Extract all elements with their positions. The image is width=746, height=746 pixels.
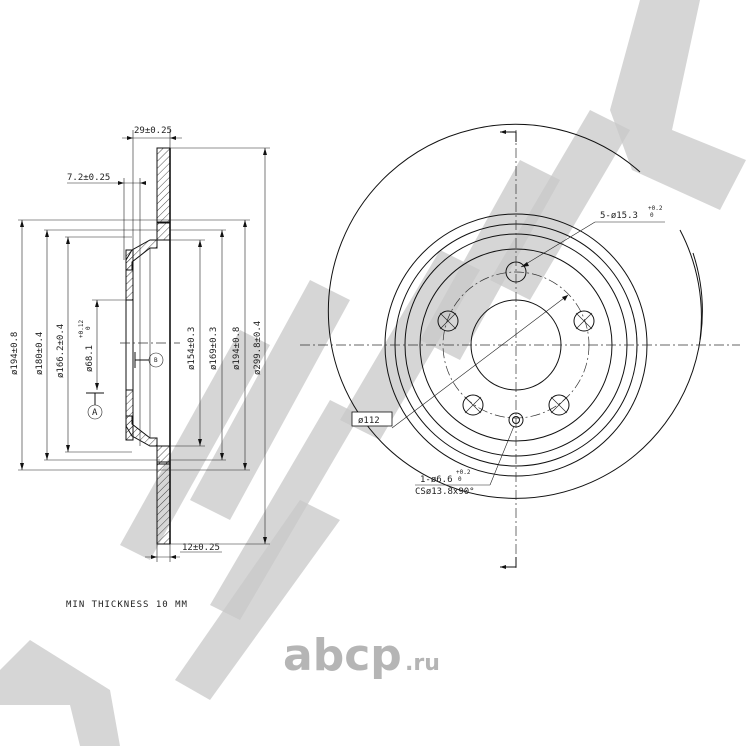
datum-a-label: A <box>92 408 98 418</box>
bolt-hole <box>462 394 484 416</box>
datum-a-marker <box>87 404 103 420</box>
abcp-watermark: abcp .ru <box>283 630 440 681</box>
dim-left-d166: ø166.2±0.4 <box>56 324 66 378</box>
dim-hat-offset: 7.2±0.25 <box>67 173 110 183</box>
locator-hole-spec: 1-ø6.6 <box>420 475 453 485</box>
datum-b-marker <box>148 352 164 368</box>
bolt-holes <box>437 261 595 416</box>
dim-center-bore: ø68.1 <box>85 345 95 372</box>
locator-hole-tol-upper: +0.2 <box>456 469 471 476</box>
dim-left-d194: ø194±0.8 <box>10 332 20 375</box>
dim-center-bore-lower: 0 <box>85 326 92 330</box>
dim-right-d299: ø299.8±0.4 <box>253 321 263 375</box>
section-view: 29±0.25 7.2±0.25 ø194±0.8 ø180±0.4 ø166.… <box>10 126 270 562</box>
dim-center-bore-upper: +0.12 <box>78 320 85 338</box>
locator-countersink: CSø13.8x90° <box>415 487 475 497</box>
dim-right-d169: ø169±0.3 <box>209 327 219 370</box>
abcp-logo-tld: .ru <box>405 651 440 676</box>
dim-left-d180: ø180±0.4 <box>35 332 45 375</box>
dim-overall-width: 29±0.25 <box>134 126 172 136</box>
bolt-hole <box>573 310 595 332</box>
friction-ring-top <box>156 147 171 224</box>
bolt-hole <box>548 394 570 416</box>
front-view: 5-ø15.3 +0.2 0 ø112 1-ø6.6 +0.2 0 CSø13.… <box>300 123 740 569</box>
pcd-label: ø112 <box>358 416 380 426</box>
dim-right-d194: ø194±0.8 <box>232 327 242 370</box>
bolt-hole <box>437 310 459 332</box>
datum-b-label: B <box>154 357 158 364</box>
hat-flange-bottom <box>125 389 134 441</box>
hat-flange-top <box>125 249 134 301</box>
dim-disc-thickness: 12±0.25 <box>182 543 220 553</box>
dim-right-d154: ø154±0.3 <box>187 327 197 370</box>
abcp-logo-text: abcp <box>283 630 402 681</box>
locator-hole-tol-lower: 0 <box>458 476 462 483</box>
min-thickness-note: MIN THICKNESS 10 MM <box>66 600 188 610</box>
pcd-box <box>351 411 393 427</box>
friction-ring-bottom <box>156 461 171 545</box>
bolt-hole-tol-upper: +0.2 <box>648 205 663 212</box>
bolt-hole-spec: 5-ø15.3 <box>600 211 638 221</box>
bolt-hole-tol-lower: 0 <box>650 212 654 219</box>
